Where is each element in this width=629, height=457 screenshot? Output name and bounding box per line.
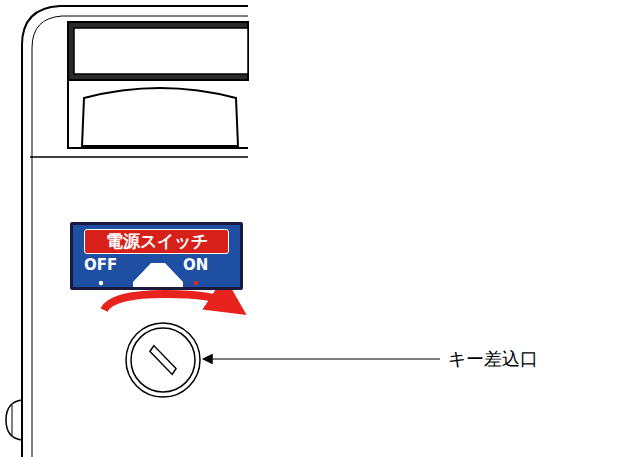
off-label: OFF xyxy=(84,256,117,274)
part-label: キー差込口 xyxy=(448,347,538,371)
display-window xyxy=(68,22,248,148)
switch-panel: 電源スイッチ OFF ON xyxy=(70,222,243,290)
key-slot xyxy=(126,323,200,397)
position-dot xyxy=(99,281,103,285)
switch-hump xyxy=(133,263,183,287)
housing xyxy=(6,6,248,457)
switch-title: 電源スイッチ xyxy=(106,231,208,252)
on-label: ON xyxy=(183,256,208,274)
position-dot xyxy=(194,281,198,285)
leader-line xyxy=(203,358,440,359)
switch-title-box: 電源スイッチ xyxy=(84,229,229,254)
rotation-arrow xyxy=(104,294,230,310)
